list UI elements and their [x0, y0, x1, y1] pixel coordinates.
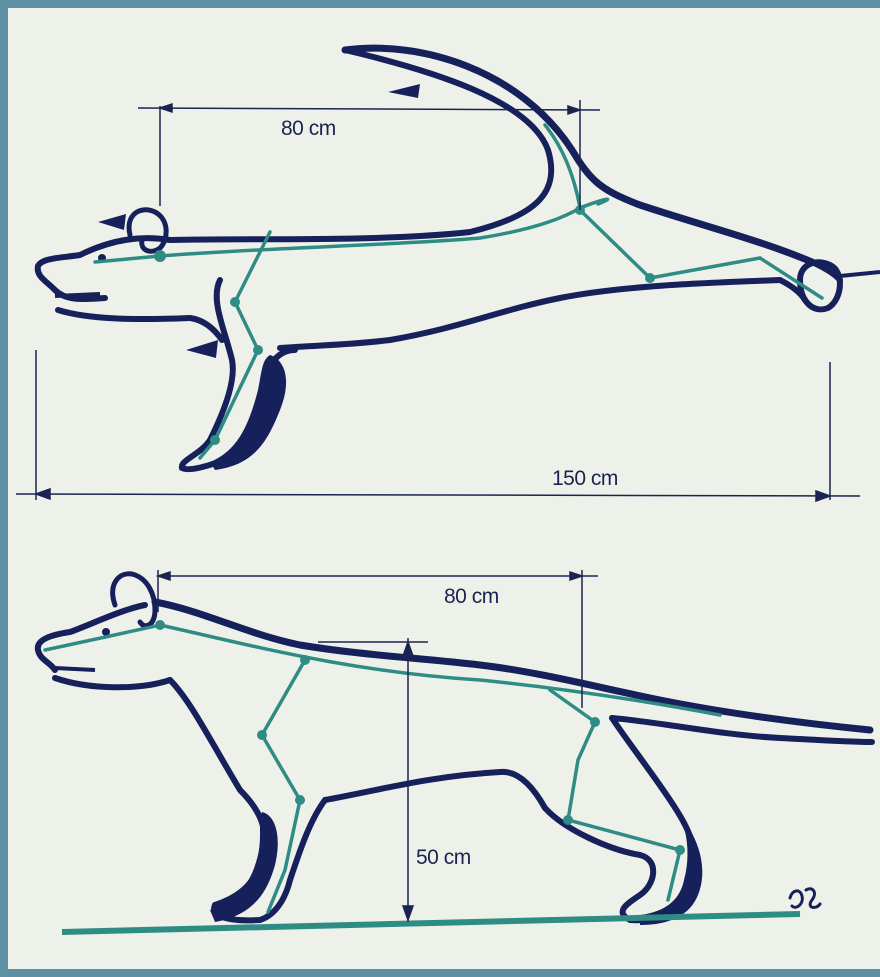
- arrow-marker: [388, 84, 420, 98]
- standing-back-outline: [155, 602, 870, 730]
- standing-skeleton: [45, 625, 720, 912]
- running-skeleton: [95, 125, 822, 458]
- top-body-length-label: 80 cm: [281, 117, 336, 140]
- running-mouth: [55, 294, 100, 296]
- standing-hind-leg-shadow: [640, 815, 702, 925]
- standing-mouth: [55, 668, 95, 670]
- standing-ear: [113, 574, 155, 626]
- running-ear: [129, 210, 166, 251]
- running-tail-outline: [345, 48, 812, 262]
- artist-signature: [790, 889, 820, 908]
- arrow-marker: [98, 214, 126, 230]
- running-belly-outline: [190, 280, 780, 348]
- standing-tail-underside: [612, 718, 872, 742]
- standing-belly-outline: [325, 772, 545, 808]
- top-dimension-lines: [16, 100, 860, 501]
- ground-line: [62, 914, 800, 932]
- running-animal-figure: [38, 48, 880, 470]
- top-total-length-label: 150 cm: [552, 467, 618, 490]
- running-leash: [840, 272, 880, 276]
- standing-animal-figure: [38, 574, 872, 932]
- bottom-height-label: 50 cm: [416, 846, 471, 869]
- bottom-body-length-label: 80 cm: [444, 585, 499, 608]
- arrow-marker: [186, 340, 218, 358]
- standing-joints: [155, 620, 685, 855]
- running-head-outline: [38, 238, 190, 319]
